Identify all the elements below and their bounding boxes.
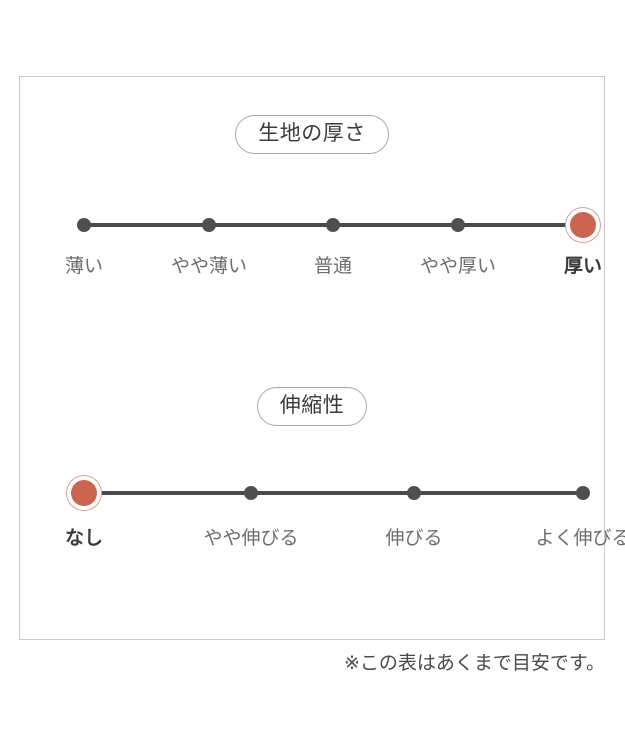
scale-label-very-stretchy: よく伸びる [535,528,625,549]
scale-dot-slightly-stretchy[interactable] [244,486,258,500]
scale-track-stretchiness [20,466,604,520]
scale-label-normal: 普通 [313,256,353,277]
scale-title-stretchiness: 伸縮性 [256,387,368,426]
fabric-spec-chart: 生地の厚さ 薄い やや薄い 普通 やや厚い 厚い 伸縮性 [19,76,625,640]
scale-dot-normal[interactable] [326,218,340,232]
scale-label-somewhat-thick: やや厚い [419,256,497,277]
scale-label-stretchy: 伸びる [385,528,443,549]
scale-dot-very-stretchy[interactable] [576,486,590,500]
track-line [84,491,583,495]
scale-dot-thick-selected[interactable] [570,212,596,238]
scale-label-thin: 薄い [64,256,104,277]
scale-dot-somewhat-thin[interactable] [202,218,216,232]
scale-title-wrapper: 生地の厚さ [20,115,604,154]
scale-labels-stretchiness: なし やや伸びる 伸びる よく伸びる [20,528,625,560]
scale-labels-fabric-thickness: 薄い やや薄い 普通 やや厚い 厚い [20,256,604,288]
chart-footnote: ※この表はあくまで目安です。 [343,653,605,674]
scale-track-fabric-thickness [20,198,604,252]
scale-dot-thin[interactable] [77,218,91,232]
scale-title-fabric-thickness: 生地の厚さ [235,115,389,154]
scale-label-none-selected: なし [64,528,104,549]
scale-dot-none-selected[interactable] [71,480,97,506]
scale-label-somewhat-thin: やや薄い [170,256,248,277]
scale-group-fabric-thickness: 生地の厚さ 薄い やや薄い 普通 やや厚い 厚い [20,115,604,288]
scale-label-thick-selected: 厚い [563,256,603,277]
scale-group-stretchiness: 伸縮性 なし やや伸びる 伸びる よく伸びる [20,387,625,560]
scale-dot-stretchy[interactable] [407,486,421,500]
scale-dot-somewhat-thick[interactable] [451,218,465,232]
scale-label-slightly-stretchy: やや伸びる [203,528,299,549]
scale-title-wrapper: 伸縮性 [20,387,604,426]
